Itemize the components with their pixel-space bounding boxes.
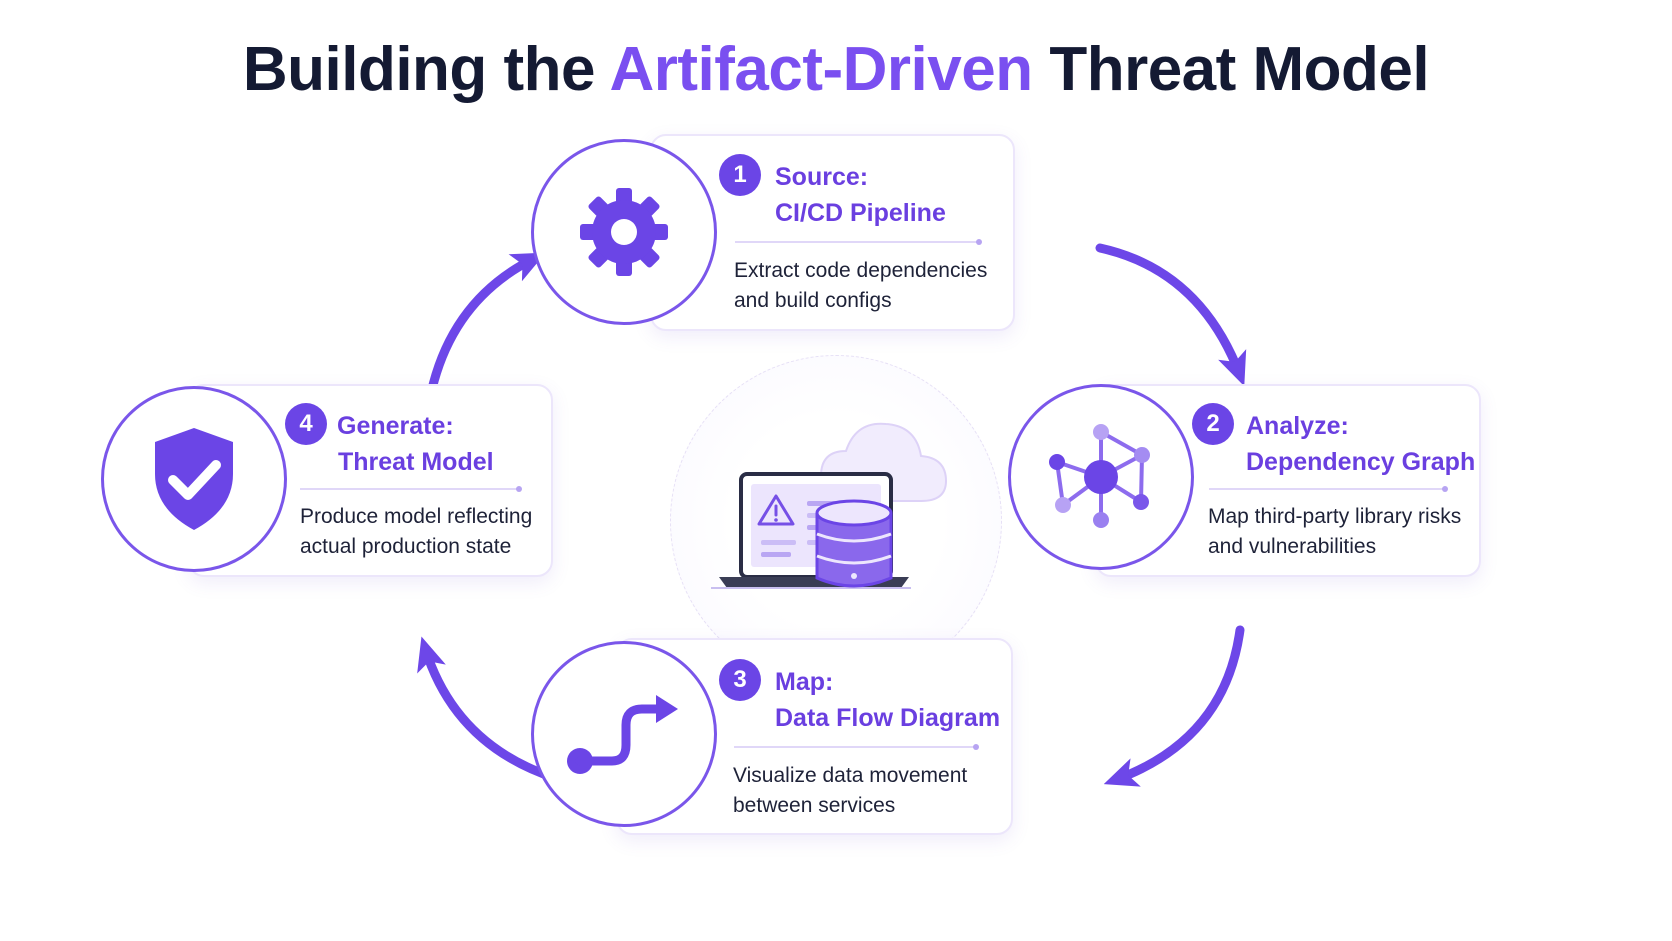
step-1-desc-line2: and build configs [734, 289, 892, 312]
step-1-title: Source: CI/CD Pipeline [775, 159, 946, 231]
flow-path-icon [567, 695, 678, 774]
title-suffix: Threat Model [1049, 35, 1430, 104]
arrow-step3-to-step4 [417, 636, 560, 783]
step-2-title-line1: Analyze: [1246, 412, 1349, 440]
title-highlight: Artifact-Driven [609, 35, 1033, 104]
gear-icon [580, 188, 668, 276]
step-2-divider [1209, 486, 1448, 492]
arrow-step2-to-step3 [1103, 625, 1245, 787]
step-3-desc-line1: Visualize data movement [733, 764, 968, 787]
step-1-title-line1: Source: [775, 163, 869, 191]
center-illustration [670, 355, 1002, 687]
step-4-title-line1: Generate: [337, 412, 454, 440]
step-1-description: Extract code dependencies and build conf… [734, 256, 987, 316]
step-3-divider [734, 744, 979, 750]
step-2-description: Map third-party library risks and vulner… [1208, 502, 1461, 562]
step-4-number-badge: 4 [285, 403, 327, 445]
step-4-title-line2: Threat Model [338, 448, 494, 476]
arrow-step1-to-step2 [1095, 243, 1247, 387]
center-illustration-graphic [711, 422, 948, 589]
shield-check-icon [155, 428, 233, 530]
step-3-number-badge: 3 [719, 659, 761, 701]
step-3-icon-ring [531, 641, 717, 827]
step-1-title-line2: CI/CD Pipeline [775, 199, 946, 227]
step-3-title-line1: Map: [775, 668, 834, 696]
step-1-desc-line1: Extract code dependencies [734, 259, 988, 282]
step-2-icon-ring [1008, 384, 1194, 570]
step-2-desc-line1: Map third-party library risks [1208, 505, 1462, 528]
step-1-divider [735, 239, 982, 245]
step-3-title: Map: Data Flow Diagram [775, 664, 1000, 736]
step-2-number-badge: 2 [1192, 403, 1234, 445]
step-1-icon-ring [531, 139, 717, 325]
step-1-number-badge: 1 [719, 154, 761, 196]
step-4-desc-line1: Produce model reflecting [300, 505, 533, 528]
step-3-description: Visualize data movement between services [733, 761, 967, 821]
arrow-step4-to-step1 [425, 252, 546, 403]
title-prefix: Building the [242, 35, 596, 104]
step-2-desc-line2: and vulnerabilities [1208, 535, 1377, 558]
step-4-desc-line2: actual production state [300, 535, 512, 558]
step-3-desc-line2: between services [733, 794, 896, 817]
step-4-description: Produce model reflecting actual producti… [300, 502, 532, 562]
step-2-title: Analyze: Dependency Graph [1246, 408, 1475, 480]
database-icon [815, 499, 893, 588]
step-4-divider [300, 486, 522, 492]
step-3-title-line2: Data Flow Diagram [775, 704, 1001, 732]
network-graph-icon [1049, 424, 1150, 528]
page-title: Building the Artifact-Driven Threat Mode… [0, 34, 1672, 105]
step-2-title-line2: Dependency Graph [1246, 448, 1476, 476]
step-4-title: Generate: Threat Model [337, 408, 494, 480]
step-4-icon-ring [101, 386, 287, 572]
